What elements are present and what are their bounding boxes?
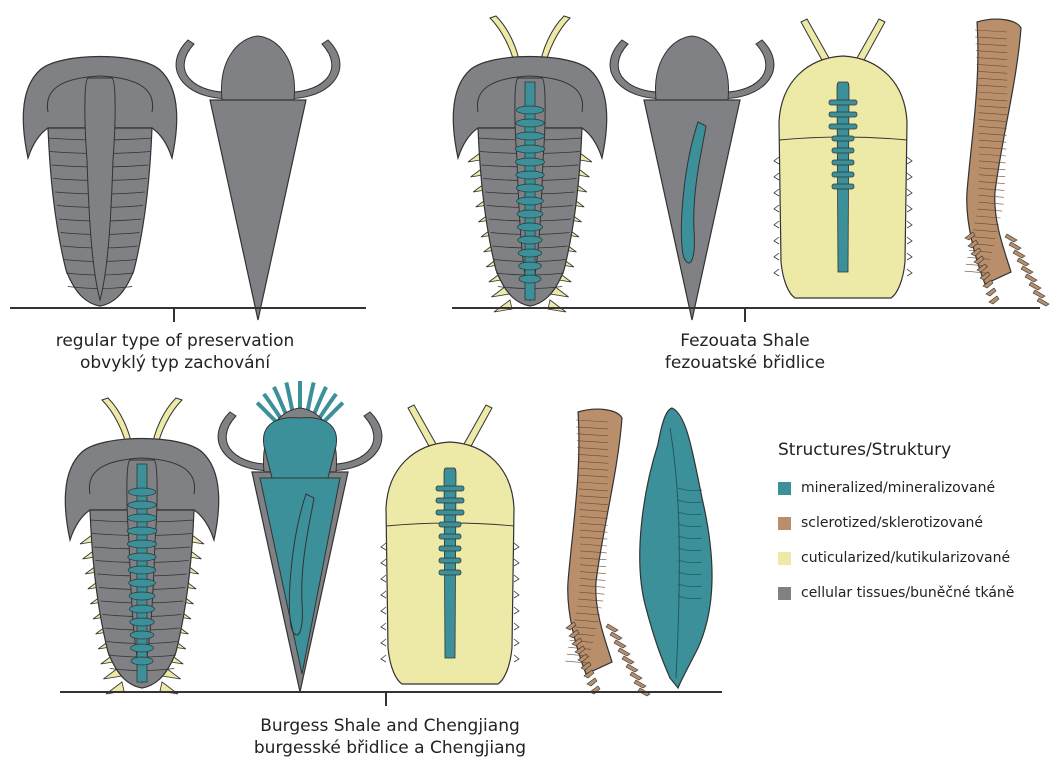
worm-burgess bbox=[565, 409, 650, 696]
hyolith-fezouata bbox=[610, 36, 774, 320]
legend-swatch-cellular bbox=[778, 587, 791, 600]
arthropod-burgess bbox=[381, 405, 519, 684]
caption-fezouata: Fezouata Shale fezouatské břidlice bbox=[630, 330, 860, 374]
caption-fezouata-cs: fezouatské břidlice bbox=[630, 352, 860, 374]
legend-item-cuticularized: cuticularized/kutikularizované bbox=[778, 550, 1014, 566]
legend-label-cuticularized: cuticularized/kutikularizované bbox=[801, 550, 1010, 566]
legend-title: Structures/Struktury bbox=[778, 440, 1014, 460]
caption-burgess: Burgess Shale and Chengjiang burgesské b… bbox=[230, 715, 550, 759]
legend: Structures/Struktury mineralized/mineral… bbox=[778, 440, 1014, 620]
legend-label-mineralized: mineralized/mineralizované bbox=[801, 480, 995, 496]
legend-label-cellular: cellular tissues/buněčné tkáně bbox=[801, 585, 1014, 601]
hyolith-burgess bbox=[218, 381, 382, 692]
legend-item-cellular: cellular tissues/buněčné tkáně bbox=[778, 585, 1014, 601]
legend-label-sclerotized: sclerotized/sklerotizované bbox=[801, 515, 983, 531]
trilobite-fezouata bbox=[453, 16, 606, 312]
arthropod-fezouata bbox=[774, 19, 912, 298]
legend-swatch-cuticularized bbox=[778, 552, 791, 565]
legend-item-sclerotized: sclerotized/sklerotizované bbox=[778, 515, 1014, 531]
caption-burgess-en: Burgess Shale and Chengjiang bbox=[230, 715, 550, 737]
caption-burgess-cs: burgesské břidlice a Chengjiang bbox=[230, 737, 550, 759]
caption-regular-cs: obvyklý typ zachování bbox=[10, 352, 340, 374]
trilobite-regular bbox=[23, 57, 176, 307]
worm-fezouata bbox=[964, 19, 1049, 306]
caption-regular: regular type of preservation obvyklý typ… bbox=[10, 330, 340, 374]
soft-bodied-animal-burgess bbox=[640, 408, 712, 688]
legend-swatch-sclerotized bbox=[778, 517, 791, 530]
caption-regular-en: regular type of preservation bbox=[10, 330, 340, 352]
legend-item-mineralized: mineralized/mineralizované bbox=[778, 480, 1014, 496]
hyolith-regular bbox=[176, 36, 340, 320]
caption-fezouata-en: Fezouata Shale bbox=[630, 330, 860, 352]
trilobite-burgess bbox=[65, 398, 218, 694]
legend-swatch-mineralized bbox=[778, 482, 791, 495]
